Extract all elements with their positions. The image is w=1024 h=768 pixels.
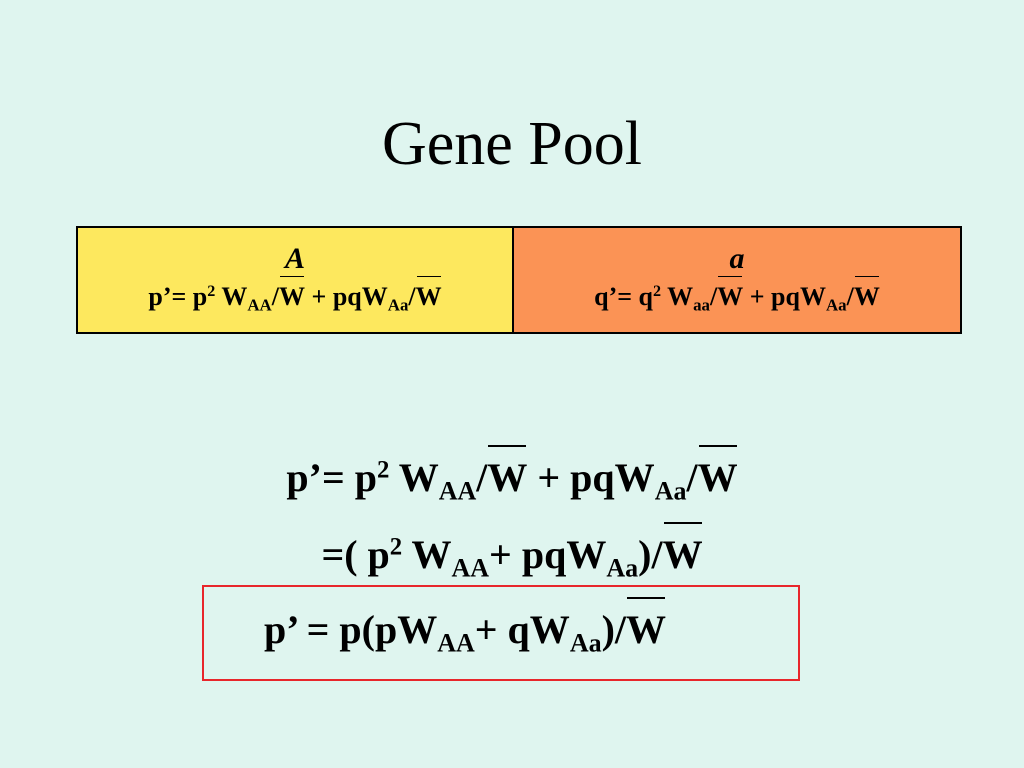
allele-a-formula: q’= q2 Waa/W + pqWAa/W bbox=[594, 276, 880, 315]
allele-a-cell: a q’= q2 Waa/W + pqWAa/W bbox=[514, 228, 960, 332]
allele-A-formula: p’= p2 WAA/W + pqWAa/W bbox=[148, 276, 442, 315]
equation-line-2: =( p2 WAA+ pqWAa)/W bbox=[321, 522, 703, 583]
allele-A-cell: A p’= p2 WAA/W + pqWAa/W bbox=[78, 228, 514, 332]
allele-a-label: a bbox=[729, 242, 745, 275]
equation-line-1: p’= p2 WAA/W + pqWAa/W bbox=[286, 445, 738, 506]
allele-A-label: A bbox=[284, 242, 305, 275]
slide-title: Gene Pool bbox=[381, 110, 643, 178]
allele-table: A p’= p2 WAA/W + pqWAa/W a q’= q2 Waa/W … bbox=[76, 226, 962, 334]
result-highlight-box bbox=[202, 585, 800, 681]
equation-line-3: p’ = p(pWAA+ qWAa)/W bbox=[264, 597, 667, 658]
